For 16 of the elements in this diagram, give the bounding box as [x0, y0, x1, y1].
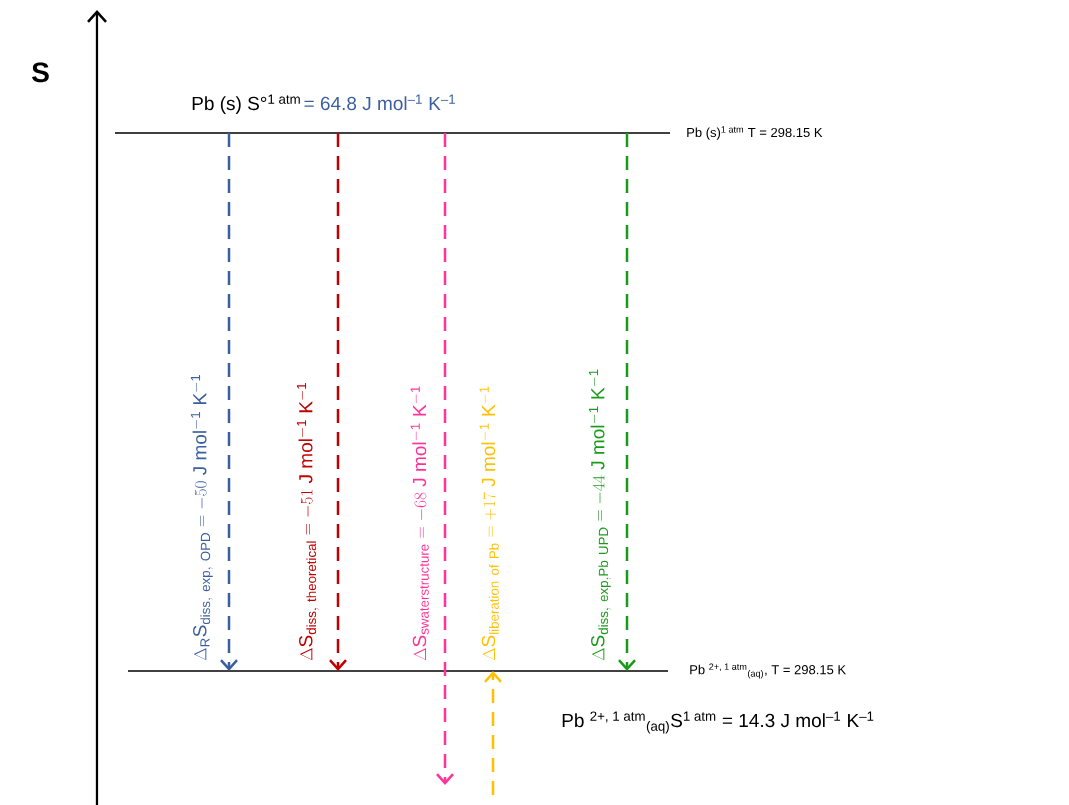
edge-label: $\Delta\mathrm{S}_{\mathrm{diss,\ exp,Pb\ UPD}} = -44\ \mathrm{J\ mol^{-1}\ K^{-1}}$: [587, 367, 612, 662]
entropy-label: Pb $^{2+, 1 atm}$$_{(aq)}$S$^{1 atm}$ = 14.3 J mol$^{–1}$ K$^{–1}$: [562, 711, 874, 734]
entropy-value: = 64.8 J mol$^{–1}$ K$^{–1}$: [304, 94, 455, 111]
level-label: Pb $^{2+, 1 atm}$$_{(aq)}$, T = 298.15 K: [690, 663, 846, 679]
edge-label: $\Delta\mathrm{S}_{\mathrm{diss,\ theoretical}} = -51\ \mathrm{J\ mol^{-1}\ K^{-1}}$: [295, 380, 320, 662]
edge-label: $\Delta_{\mathrm{R}}\mathrm{S}_{\mathrm{diss,\ exp,\ OPD}} = -50\ \mathrm{J\ mol^{-1}\ K^{-1}}$: [189, 372, 214, 662]
axis-label: S: [32, 62, 49, 83]
arrow: [484, 671, 502, 795]
arrow: [329, 133, 347, 671]
edge-label: $\Delta\mathrm{S}_{\mathrm{liberation\ of\ Pb}} = +17\ \mathrm{J\ mol^{-1}\ K^{-1}}$: [478, 384, 500, 662]
arrow: [436, 133, 454, 785]
level-label: Pb (s)$^{1 atm}$ T = 298.15 K: [687, 126, 823, 140]
edge-label: $\Delta\mathrm{S}_{\mathrm{swaterstructure}} = -68\ \mathrm{J\ mol^{-1}\ K^{-1}}$: [409, 384, 430, 662]
arrow: [220, 133, 238, 671]
arrow: [618, 133, 636, 671]
entropy-label: Pb (s) S°$^{1 atm}$: [192, 94, 300, 114]
